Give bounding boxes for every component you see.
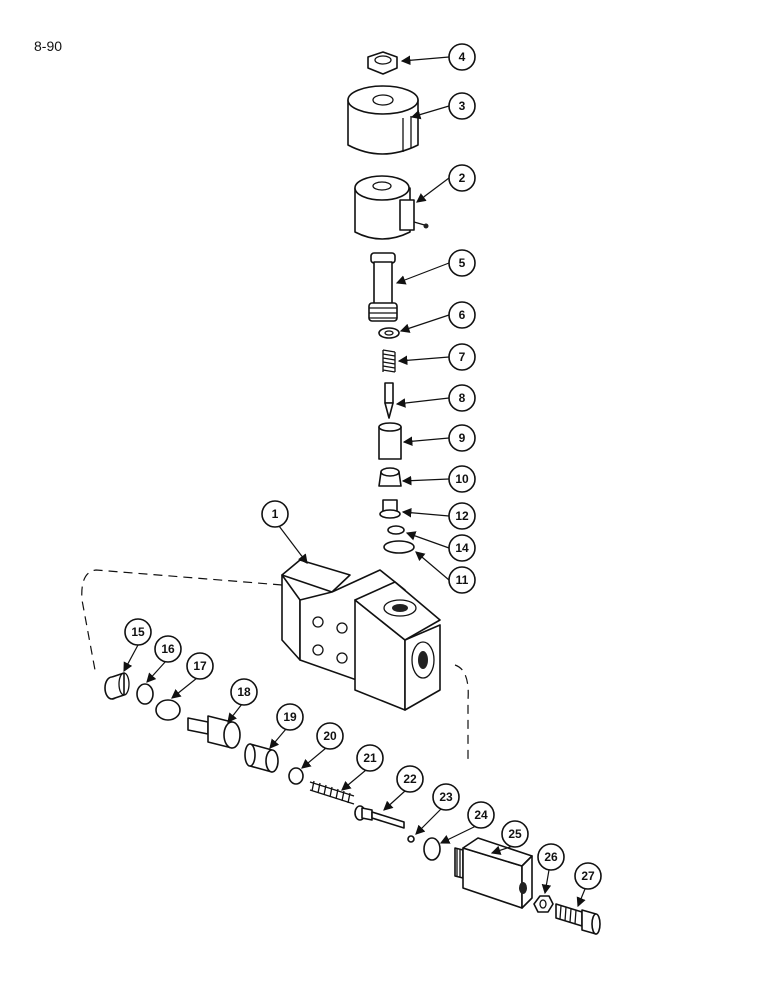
callout-8-label: 8 [459, 391, 466, 405]
callout-4: 4 [448, 43, 476, 71]
part-7-spring [382, 349, 396, 373]
callout-23-label: 23 [439, 790, 453, 804]
part-16-o-ring [136, 683, 154, 705]
part-27-bolt [555, 903, 601, 935]
callout-1: 1 [261, 500, 289, 528]
part-23-ring [407, 835, 415, 843]
page-number: 8-90 [34, 38, 63, 54]
callout-16-label: 16 [161, 642, 175, 656]
callout-25-label: 25 [508, 827, 522, 841]
callout-18-label: 18 [237, 685, 251, 699]
callout-4-label: 4 [459, 50, 466, 64]
callout-10: 10 [448, 465, 476, 493]
part-1-valve-body [281, 559, 441, 711]
assembly-outline [81, 569, 469, 760]
part-19-sleeve [244, 743, 279, 773]
callout-17-label: 17 [193, 659, 207, 673]
part-14-o-ring [387, 525, 405, 535]
part-4-nut [367, 51, 398, 75]
callout-3-label: 3 [459, 99, 466, 113]
callout-16: 16 [154, 635, 182, 663]
part-5-tube [368, 252, 398, 322]
callout-24: 24 [467, 801, 495, 829]
part-26-nut [533, 895, 554, 913]
part-20-o-ring [288, 767, 304, 785]
callout-6-label: 6 [459, 308, 466, 322]
callout-19-label: 19 [283, 710, 297, 724]
part-18-poppet [187, 715, 241, 749]
callout-22-label: 22 [403, 772, 417, 786]
callout-6: 6 [448, 301, 476, 329]
callout-22: 22 [396, 765, 424, 793]
part-25-housing [454, 837, 533, 909]
callout-18: 18 [230, 678, 258, 706]
callout-19: 19 [276, 703, 304, 731]
callout-7-label: 7 [459, 350, 466, 364]
part-2-coil [354, 175, 429, 240]
part-24-o-ring [423, 837, 441, 861]
callout-12-label: 12 [455, 509, 469, 523]
callout-9-label: 9 [459, 431, 466, 445]
callout-2-label: 2 [459, 171, 466, 185]
callout-24-label: 24 [474, 808, 488, 822]
callout-7: 7 [448, 343, 476, 371]
callout-17: 17 [186, 652, 214, 680]
callout-12: 12 [448, 502, 476, 530]
callout-20: 20 [316, 722, 344, 750]
callout-25: 25 [501, 820, 529, 848]
callout-8: 8 [448, 384, 476, 412]
callout-10-label: 10 [455, 472, 469, 486]
callout-1-label: 1 [272, 507, 279, 521]
callout-27-label: 27 [581, 869, 595, 883]
callout-5: 5 [448, 249, 476, 277]
callout-14: 14 [448, 534, 476, 562]
callout-27: 27 [574, 862, 602, 890]
part-11-o-ring [383, 540, 415, 554]
callout-21: 21 [356, 744, 384, 772]
part-15-plug [104, 672, 130, 700]
part-10-seat [378, 467, 402, 487]
callout-20-label: 20 [323, 729, 337, 743]
callout-14-label: 14 [455, 541, 469, 555]
part-8-pin [384, 382, 394, 419]
callout-26-label: 26 [544, 850, 558, 864]
part-9-sleeve [378, 422, 402, 460]
callout-15: 15 [124, 618, 152, 646]
callout-21-label: 21 [363, 751, 377, 765]
callout-23: 23 [432, 783, 460, 811]
leader-lines [123, 55, 586, 908]
callout-9: 9 [448, 424, 476, 452]
part-3-cover [347, 85, 419, 155]
part-6-washer [378, 327, 400, 339]
part-12-fitting [379, 499, 401, 519]
callout-26: 26 [537, 843, 565, 871]
callout-3: 3 [448, 92, 476, 120]
part-22-pin [354, 805, 405, 829]
callout-11-label: 11 [456, 573, 469, 587]
callout-2: 2 [448, 164, 476, 192]
part-17-o-ring [155, 699, 181, 721]
callout-11: 11 [448, 566, 476, 594]
part-21-spring [309, 780, 355, 805]
callout-5-label: 5 [459, 256, 466, 270]
callout-15-label: 15 [131, 625, 145, 639]
